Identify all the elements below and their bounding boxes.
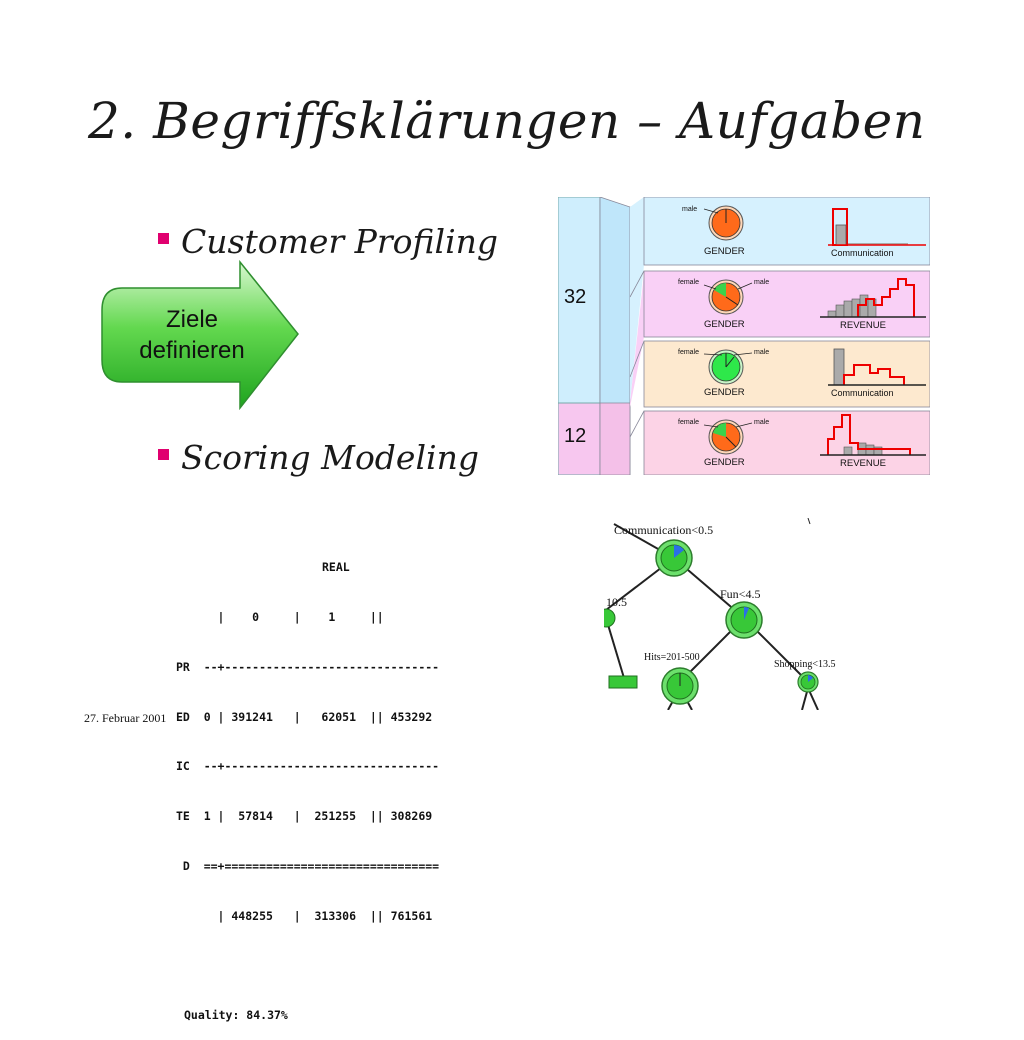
slide-title: 2. Begriffsklärungen – Aufgaben — [88, 92, 926, 150]
histogram-1: Communication — [828, 208, 926, 258]
pie-legend-left: female — [678, 279, 699, 286]
bullet-text: Scoring Modeling — [181, 438, 479, 477]
pie-legend-right: male — [754, 279, 769, 286]
node-label: 10.5 — [606, 595, 627, 609]
arrow-label-line2: definieren — [139, 337, 245, 364]
pie-legend-left: female — [678, 419, 699, 426]
gender-pie-3: female male GENDER — [678, 349, 769, 398]
tree-node-left: 10.5 — [604, 595, 627, 628]
bullet-customer-profiling: Customer Profiling — [158, 222, 498, 261]
bullet-text: Customer Profiling — [181, 222, 498, 261]
gender-pie-2: female male GENDER — [678, 279, 769, 330]
bullet-square-icon — [158, 232, 169, 244]
histogram-2: REVENUE — [820, 278, 926, 331]
histogram-4: REVENUE — [820, 414, 926, 469]
pie-label: GENDER — [704, 457, 745, 468]
matrix-line: | 448255 | 313306 || 761561 — [176, 908, 433, 923]
matrix-line: TE 1 | 57814 | 251255 || 308269 — [176, 809, 433, 824]
matrix-line: IC --+------------------------------- — [176, 759, 440, 774]
matrix-line: | 0 | 1 || — [176, 609, 384, 624]
pie-label: GENDER — [704, 246, 745, 257]
histogram-label: REVENUE — [840, 458, 886, 469]
bullet-scoring-modeling: Scoring Modeling — [158, 438, 479, 477]
quality-readout: Quality: 84.37% — [184, 1008, 288, 1023]
gender-pie-4: female male GENDER — [678, 419, 769, 468]
pie-label: GENDER — [704, 387, 745, 398]
matrix-title: REAL — [322, 560, 350, 575]
node-label: Shopping<13.5 — [774, 659, 835, 670]
confusion-matrix: REAL | 0 | 1 || PR --+------------------… — [176, 526, 439, 1040]
histogram-label: Communication — [831, 248, 894, 258]
cluster-block-12 — [558, 402, 601, 475]
tree-node-shopping: Shopping<13.5 — [774, 659, 835, 693]
node-label: Hits=201-500 — [644, 652, 700, 663]
footer-date: 27. Februar 2001 — [84, 711, 167, 725]
pie-label: GENDER — [704, 319, 745, 330]
matrix-line: PR --+------------------------------- — [176, 659, 440, 674]
node-label: Communication<0.5 — [614, 523, 713, 537]
customer-profiling-cube: 32 12 male GENDER Communication female m… — [558, 197, 930, 475]
histogram-label: Communication — [831, 388, 894, 398]
bullet-square-icon — [158, 448, 169, 460]
node-label: Fun<4.5 — [720, 587, 760, 601]
pie-legend-right: male — [754, 419, 769, 426]
matrix-line: D ==+=============================== — [176, 858, 440, 873]
matrix-line: ED 0 | 391241 | 62051 || 453292 — [176, 709, 433, 724]
pie-legend-right: male — [754, 349, 769, 356]
goal-arrow-label: Ziele definieren — [112, 304, 272, 366]
tree-node-hits: Hits=201-500 — [644, 652, 700, 705]
cluster-count-12: 12 — [564, 425, 586, 447]
pie-legend-left: female — [678, 349, 699, 356]
tree-leaf — [608, 675, 638, 689]
histogram-label: REVENUE — [840, 320, 886, 331]
tree-node-root: Communication<0.5 — [614, 523, 713, 577]
tree-node-fun: Fun<4.5 — [720, 587, 763, 639]
gender-pie-1: male GENDER — [682, 205, 745, 257]
arrow-label-line1: Ziele — [165, 306, 219, 333]
cluster-count-32: 32 — [564, 286, 586, 308]
goal-arrow-icon — [101, 260, 299, 410]
pie-legend-left: male — [682, 206, 697, 213]
matrix-spacer — [176, 957, 439, 974]
decision-tree: Communication<0.5 10.5 Fun<4.5 Hits=201-… — [604, 518, 835, 710]
histogram-3: Communication — [828, 348, 926, 398]
